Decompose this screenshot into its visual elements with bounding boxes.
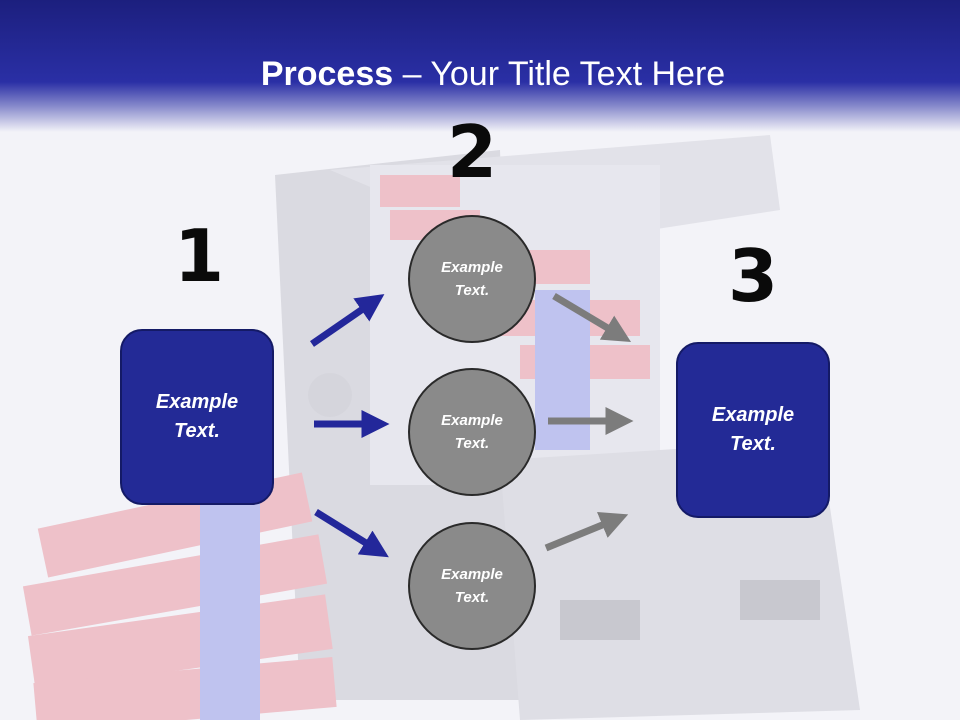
process-circle-middle-text: Example Text.: [441, 412, 503, 452]
start-box[interactable]: Example Text.: [120, 329, 274, 505]
start-box-text: Example Text.: [155, 391, 239, 442]
step-number-1: 1: [173, 214, 225, 298]
end-box-text: Example Text.: [711, 404, 795, 455]
title-rest: – Your Title Text Here: [393, 55, 726, 93]
arrow-from-top: [552, 292, 632, 342]
process-circle-bottom-text: Example Text.: [441, 566, 503, 606]
process-circle-top-text: Example Text.: [441, 259, 503, 299]
title-bold: Process: [260, 55, 394, 93]
process-circle-middle[interactable]: Example Text.: [408, 368, 536, 496]
title-bar: [0, 0, 960, 132]
page-title: Process – Your Title Text Here: [0, 52, 960, 96]
step-number-2: 2: [446, 110, 498, 194]
step-number-3: 3: [727, 234, 779, 318]
arrow-to-top: [310, 294, 385, 347]
arrow-to-bottom: [314, 509, 389, 558]
process-circle-top[interactable]: Example Text.: [408, 215, 536, 343]
end-box[interactable]: Example Text.: [676, 342, 830, 518]
arrow-from-bottom: [544, 512, 629, 552]
process-circle-bottom[interactable]: Example Text.: [408, 522, 536, 650]
